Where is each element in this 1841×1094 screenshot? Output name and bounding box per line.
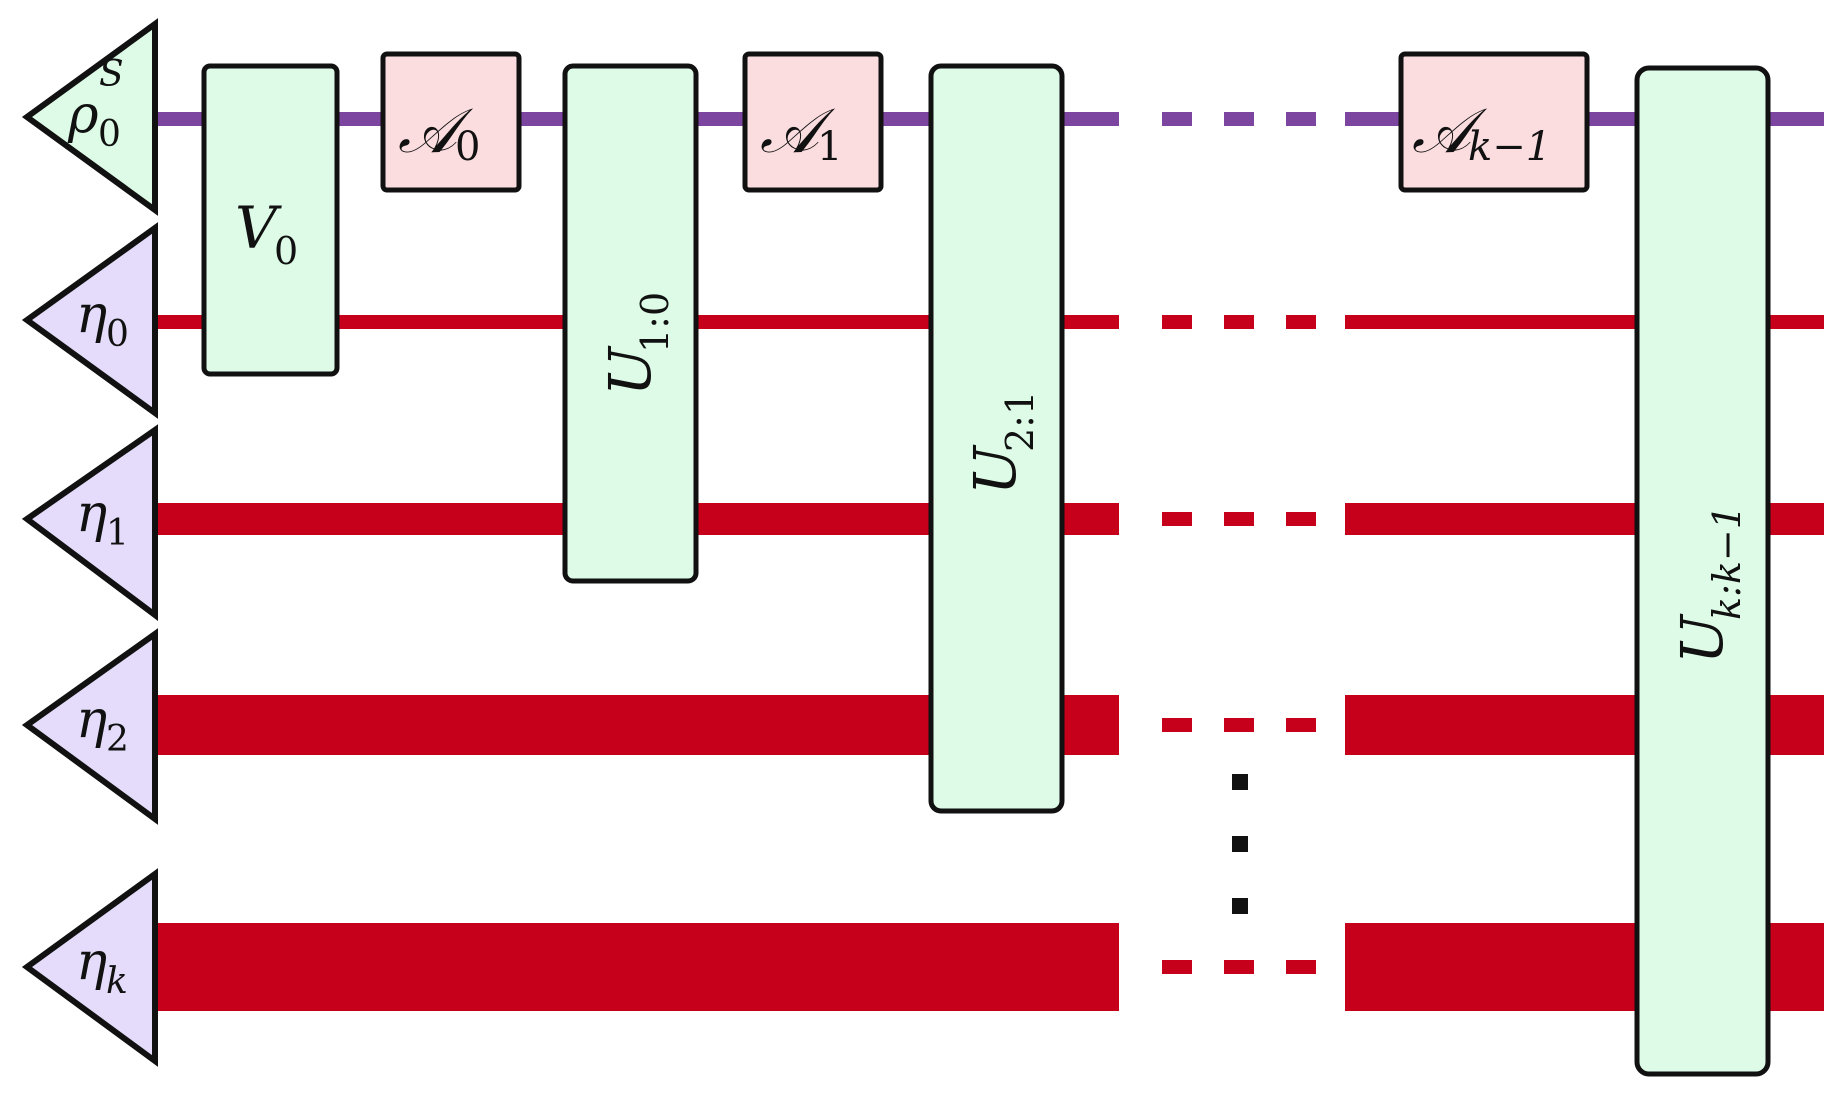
u21-subscript: 2:1 xyxy=(998,391,1042,452)
env-wire-dash xyxy=(1224,512,1254,526)
input-states: ρ 0 S η 0 η 1 η 2 η k xyxy=(21,18,158,1067)
u10-subscript: 1:0 xyxy=(633,292,677,353)
rho-subscript: 0 xyxy=(98,114,121,155)
rho-symbol: ρ xyxy=(67,85,99,145)
eta0-subscript: 0 xyxy=(106,314,129,355)
env-wire-dash xyxy=(1286,960,1316,974)
u21-symbol: U xyxy=(961,444,1029,495)
unitaries: V 0 U 1:0 U 2:1 U k:k−1 xyxy=(201,63,1771,1077)
system-wire-dash xyxy=(1286,112,1316,126)
env-wire-dash xyxy=(1286,512,1316,526)
rho-superscript: S xyxy=(99,54,124,95)
env-wire-dash xyxy=(1224,315,1254,329)
env-wire-dash xyxy=(1286,718,1316,732)
instrument-a1: 𝒜 1 xyxy=(742,51,884,193)
eta1-subscript: 1 xyxy=(106,513,129,554)
eta2-triangle: η 2 xyxy=(21,628,158,825)
ukk1-box: U k:k−1 xyxy=(1634,65,1771,1077)
eta0-symbol: η xyxy=(76,285,107,345)
env-wire-segment xyxy=(155,923,1119,1011)
system-wire-dash xyxy=(1162,112,1192,126)
ellipsis-dot xyxy=(1232,774,1248,790)
eta0-triangle: η 0 xyxy=(21,222,158,419)
eta1-triangle: η 1 xyxy=(21,424,158,621)
env-wire-dash xyxy=(1286,315,1316,329)
env-wire-dash xyxy=(1162,315,1192,329)
etak-subscript: k xyxy=(106,961,128,1002)
env-wire-dash xyxy=(1162,718,1192,732)
ukk1-symbol: U xyxy=(1668,613,1736,664)
system-wire-dash xyxy=(1224,112,1254,126)
ellipsis-dot xyxy=(1232,836,1248,852)
u10-symbol: U xyxy=(596,345,664,396)
ukk1-subscript: k:k−1 xyxy=(1705,505,1749,620)
a0-subscript: 0 xyxy=(455,124,480,170)
instruments: 𝒜 0 𝒜 1 𝒜 k−1 xyxy=(380,51,1590,193)
ak1-subscript: k−1 xyxy=(1468,124,1551,170)
eta1-symbol: η xyxy=(76,484,107,544)
etak-symbol: η xyxy=(76,932,107,992)
a1-subscript: 1 xyxy=(817,124,842,170)
v0-symbol: V xyxy=(235,194,282,262)
etak-triangle: η k xyxy=(21,868,158,1067)
eta2-symbol: η xyxy=(76,690,107,750)
env-wire-etak xyxy=(155,923,1824,1011)
u10-box: U 1:0 xyxy=(562,63,699,584)
v0-box: V 0 xyxy=(201,63,340,377)
env-wire-dash xyxy=(1162,960,1192,974)
env-wire-dash xyxy=(1224,960,1254,974)
instrument-a0: 𝒜 0 xyxy=(380,51,522,193)
instrument-ak1: 𝒜 k−1 xyxy=(1398,51,1590,193)
eta2-subscript: 2 xyxy=(106,719,129,760)
v0-subscript: 0 xyxy=(274,229,298,273)
env-wire-dash xyxy=(1224,718,1254,732)
ellipsis-dot xyxy=(1232,898,1248,914)
env-wire-dash xyxy=(1162,512,1192,526)
vertical-ellipsis xyxy=(1232,774,1248,914)
system-state-triangle: ρ 0 S xyxy=(21,18,158,216)
u21-box: U 2:1 xyxy=(928,63,1065,814)
